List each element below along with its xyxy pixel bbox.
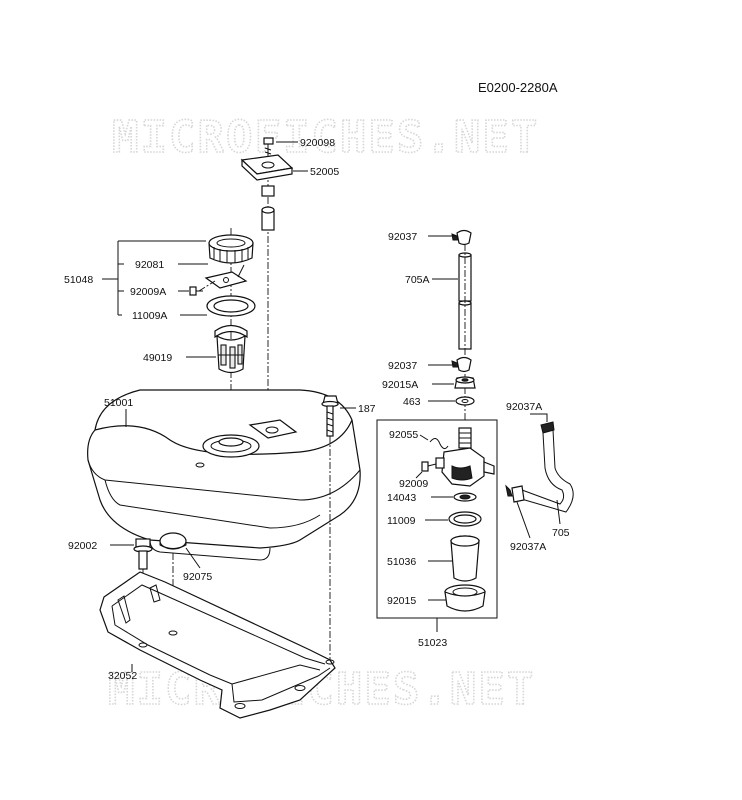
label-92081: 92081	[135, 259, 164, 271]
label-187: 187	[358, 403, 376, 415]
bolt-92002-icon	[133, 538, 153, 570]
nut-92015-icon	[444, 584, 486, 612]
label-92055: 92055	[389, 429, 418, 441]
screw-920098-icon	[263, 137, 274, 158]
watermark-top: MICROFICHES.NET	[112, 112, 539, 163]
hose-705-icon	[517, 429, 574, 513]
label-92075: 92075	[183, 571, 212, 583]
fuel-tank-51001-icon	[87, 389, 361, 561]
label-92037A-top: 92037A	[506, 401, 542, 413]
filter-49019-icon	[214, 324, 248, 374]
retainer-plate-icon	[204, 264, 248, 289]
label-14043: 14043	[387, 492, 416, 504]
label-92009A: 92009A	[130, 286, 166, 298]
label-705: 705	[552, 527, 570, 539]
screw-92009A-icon	[189, 286, 203, 296]
dashed-92009A	[198, 280, 216, 292]
label-463: 463	[403, 396, 421, 408]
label-51001: 51001	[104, 397, 133, 409]
clamp-92037-top-icon	[451, 229, 472, 246]
label-51048: 51048	[64, 274, 93, 286]
frame-32052-icon	[99, 571, 336, 719]
label-92037-mid: 92037	[388, 360, 417, 372]
label-92015: 92015	[387, 595, 416, 607]
label-92015A: 92015A	[382, 379, 418, 391]
washer-463-icon	[455, 396, 475, 406]
label-49019: 49019	[143, 352, 172, 364]
label-52005: 52005	[310, 166, 339, 178]
nut-92015A-icon	[454, 376, 476, 389]
label-92037A-bottom: 92037A	[510, 541, 546, 553]
diagram-code: E0200-2280A	[478, 80, 558, 95]
label-92037-top: 92037	[388, 231, 417, 243]
fuel-cock-icon	[435, 427, 495, 487]
label-705A: 705A	[405, 274, 430, 286]
label-32052: 32052	[108, 670, 137, 682]
label-11009: 11009	[387, 515, 416, 527]
clamp-92037-mid-icon	[451, 356, 472, 373]
fuel-cap-92081-icon	[208, 234, 254, 264]
fuel-gauge-52005-icon	[240, 154, 294, 231]
label-51036: 51036	[387, 556, 416, 568]
clamp-92037A-bottom-icon	[505, 484, 525, 503]
label-11009A: 11009A	[132, 310, 167, 322]
bracket-51048	[102, 240, 206, 316]
label-51023: 51023	[418, 637, 447, 649]
filter-cup-51036-icon	[450, 535, 480, 582]
label-92009: 92009	[399, 478, 428, 490]
bolt-187-icon	[321, 395, 339, 437]
gasket-11009A-icon	[206, 295, 256, 317]
washer-14043-icon	[453, 492, 477, 502]
pad-92075-icon	[159, 532, 187, 550]
spring-92055-icon	[429, 438, 449, 450]
clamp-92037A-top-icon	[540, 421, 555, 434]
label-92002: 92002	[68, 540, 97, 552]
oring-11009-icon	[448, 511, 482, 527]
screw-92009-icon	[421, 461, 437, 472]
label-920098: 920098	[300, 137, 335, 149]
